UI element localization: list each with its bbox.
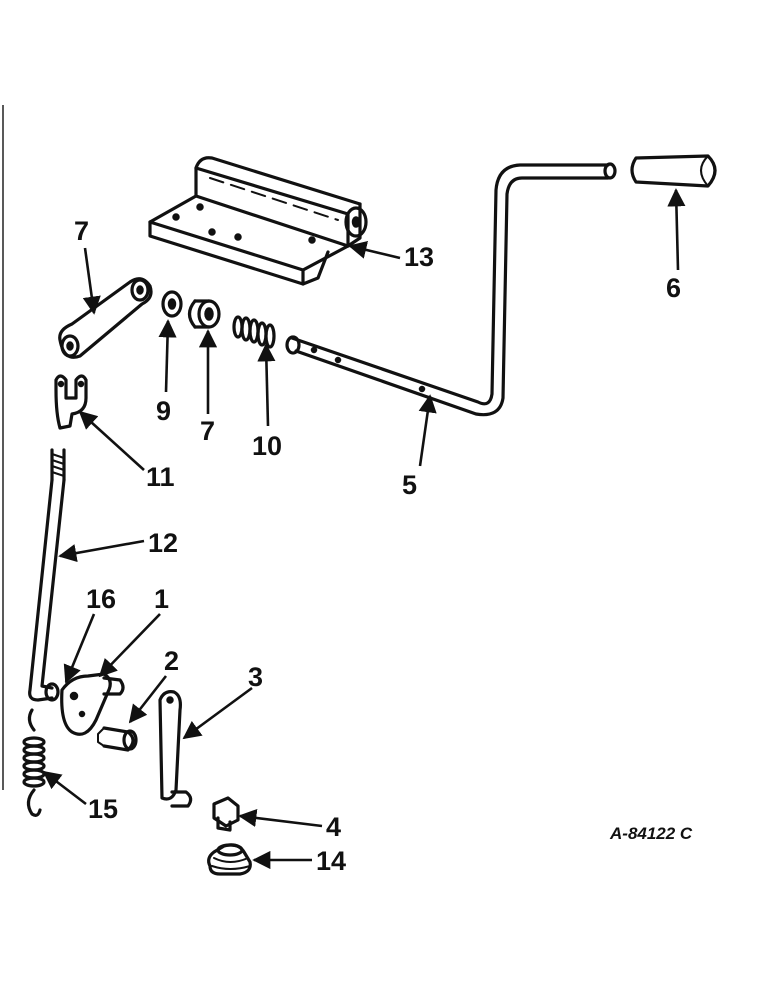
callout-12: 12 (148, 528, 178, 558)
callout-1: 1 (154, 584, 169, 614)
callout-3: 3 (248, 662, 263, 692)
leader-3 (182, 686, 253, 740)
callout-8: 7 (74, 216, 89, 246)
callout-5: 5 (402, 470, 417, 500)
leader-10 (257, 343, 276, 427)
part-8-link-arm (58, 277, 153, 359)
drawing-number: A-84122 C (609, 824, 693, 843)
part-14-boot (207, 843, 252, 876)
callout-6: 6 (666, 273, 681, 303)
leader-lines (42, 188, 686, 870)
leader-8 (82, 247, 101, 315)
leader-15 (42, 770, 87, 806)
part-13-bracket (148, 156, 368, 286)
part-5-shift-lever (285, 162, 617, 417)
callout-16: 16 (86, 584, 116, 614)
callout-14: 14 (316, 846, 346, 876)
leader-6 (667, 188, 686, 271)
part-6-knob (630, 154, 717, 188)
callout-11: 11 (146, 462, 175, 492)
callout-4: 4 (326, 812, 341, 842)
leader-4 (238, 808, 323, 828)
part-11-clevis (54, 374, 88, 430)
leader-2 (128, 675, 168, 724)
callout-10: 10 (252, 431, 282, 461)
part-4-fitting (212, 796, 240, 832)
leader-9 (158, 319, 177, 393)
callout-2: 2 (164, 646, 179, 676)
part-9-washer (161, 290, 183, 318)
callout-9: 9 (156, 396, 171, 426)
callout-labels: 7 9 7 10 13 6 5 11 12 16 1 2 3 4 14 15 (74, 216, 681, 876)
callout-7: 7 (200, 416, 215, 446)
leader-12 (58, 539, 145, 563)
part-1-plate (60, 672, 125, 736)
part-10-spring (232, 315, 276, 349)
callout-13: 13 (404, 242, 434, 272)
leader-13 (348, 240, 401, 260)
leader-16 (63, 613, 96, 684)
part-3-lever (158, 690, 193, 808)
callout-15: 15 (88, 794, 118, 824)
leader-1 (98, 613, 161, 678)
leader-5 (418, 394, 437, 467)
leader-11 (78, 410, 145, 471)
part-15-spring (22, 708, 46, 817)
part-2-bolt (97, 726, 138, 752)
part-16-nut (44, 682, 60, 702)
part-7-bushing (187, 299, 221, 329)
part-12-rod (28, 448, 66, 702)
